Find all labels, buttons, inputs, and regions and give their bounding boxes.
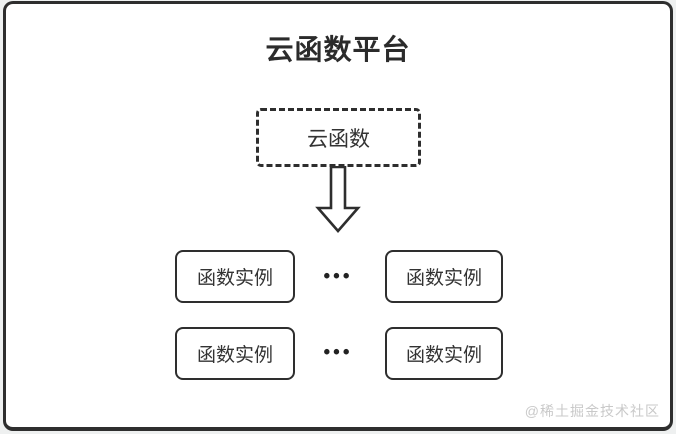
function-instance-label: 函数实例 (196, 345, 273, 366)
function-instance-label: 函数实例 (196, 268, 273, 289)
ellipsis-dots: ••• (323, 266, 353, 287)
function-instance-box: 函数实例 (385, 327, 503, 380)
ellipsis-dots: ••• (323, 342, 353, 363)
cloud-function-box: 云函数 (256, 108, 421, 167)
down-arrow-icon (315, 166, 361, 233)
watermark: @稀土掘金技术社区 (524, 403, 660, 419)
diagram-title: 云函数平台 (265, 34, 411, 65)
function-instance-label: 函数实例 (405, 345, 482, 366)
function-instance-box: 函数实例 (385, 250, 503, 303)
function-instance-label: 函数实例 (405, 268, 482, 289)
cloud-function-label: 云函数 (307, 127, 370, 151)
function-instance-box: 函数实例 (175, 327, 295, 380)
function-instance-box: 函数实例 (175, 250, 295, 303)
